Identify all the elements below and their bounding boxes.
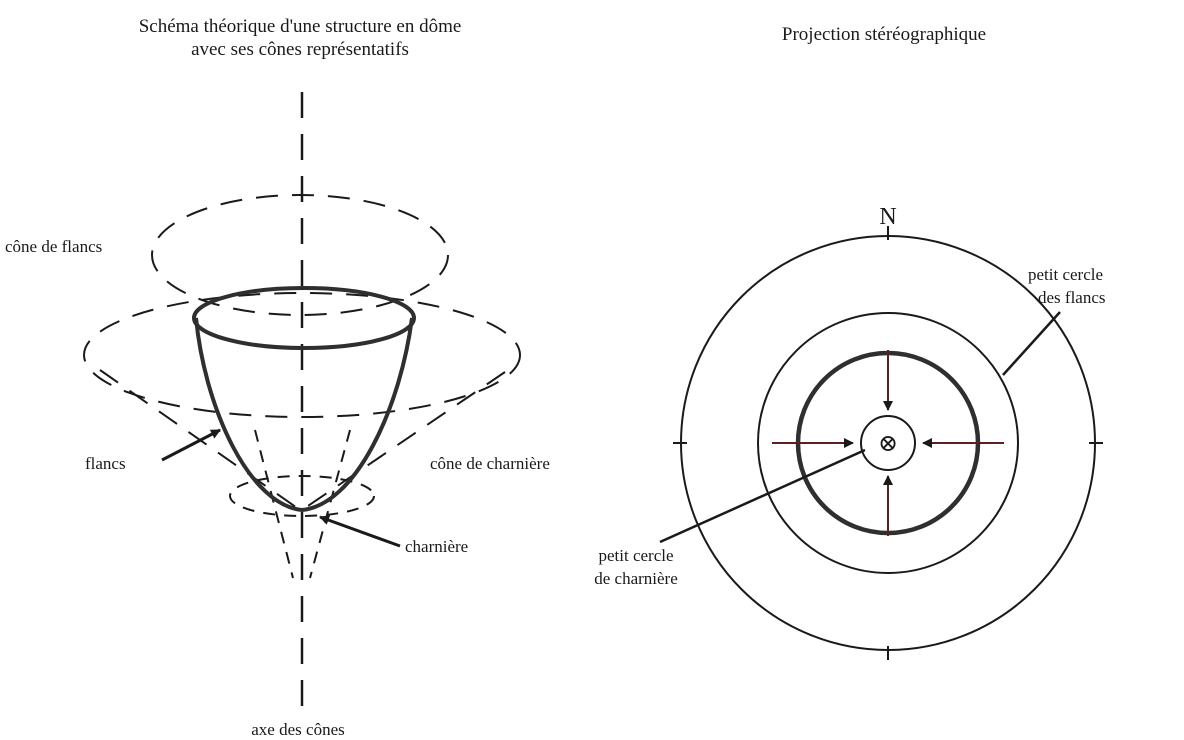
label-flank-cone: cône de flancs <box>5 237 102 256</box>
left-title-line1: Schéma théorique d'une structure en dôme <box>139 16 462 37</box>
label-cone-axis: axe des cônes <box>251 720 344 739</box>
label-flank-circle-line2: des flancs <box>1038 288 1106 307</box>
label-flank-circle-line1: petit cercle <box>1028 265 1103 284</box>
hinge-cone-right-generatrix <box>310 430 350 578</box>
dome-rim <box>194 288 414 348</box>
dome-schematic: Schéma théorique d'une structure en dôme… <box>5 16 550 739</box>
right-title: Projection stéréographique <box>782 24 986 45</box>
north-label: N <box>879 204 896 230</box>
label-hinge: charnière <box>405 537 468 556</box>
hinge-cone-left-generatrix <box>255 430 293 578</box>
flank-cone-right-generatrix <box>302 372 505 510</box>
flank-cone-upper-ellipse <box>152 195 448 315</box>
left-title-line2: avec ses cônes représentatifs <box>191 39 409 60</box>
hinge-circle-leader <box>660 450 865 542</box>
label-hinge-cone: cône de charnière <box>430 454 550 473</box>
label-hinge-circle-line2: de charnière <box>594 569 678 588</box>
flank-circle-leader <box>1003 312 1060 375</box>
label-hinge-circle-line1: petit cercle <box>598 546 673 565</box>
label-flanks: flancs <box>85 454 126 473</box>
axis-pole-symbol: ⊗ <box>878 431 898 457</box>
stereographic-projection: Projection stéréographique N ⊗ petit cer… <box>594 24 1105 660</box>
hinge-pointer-arrow <box>320 517 400 546</box>
